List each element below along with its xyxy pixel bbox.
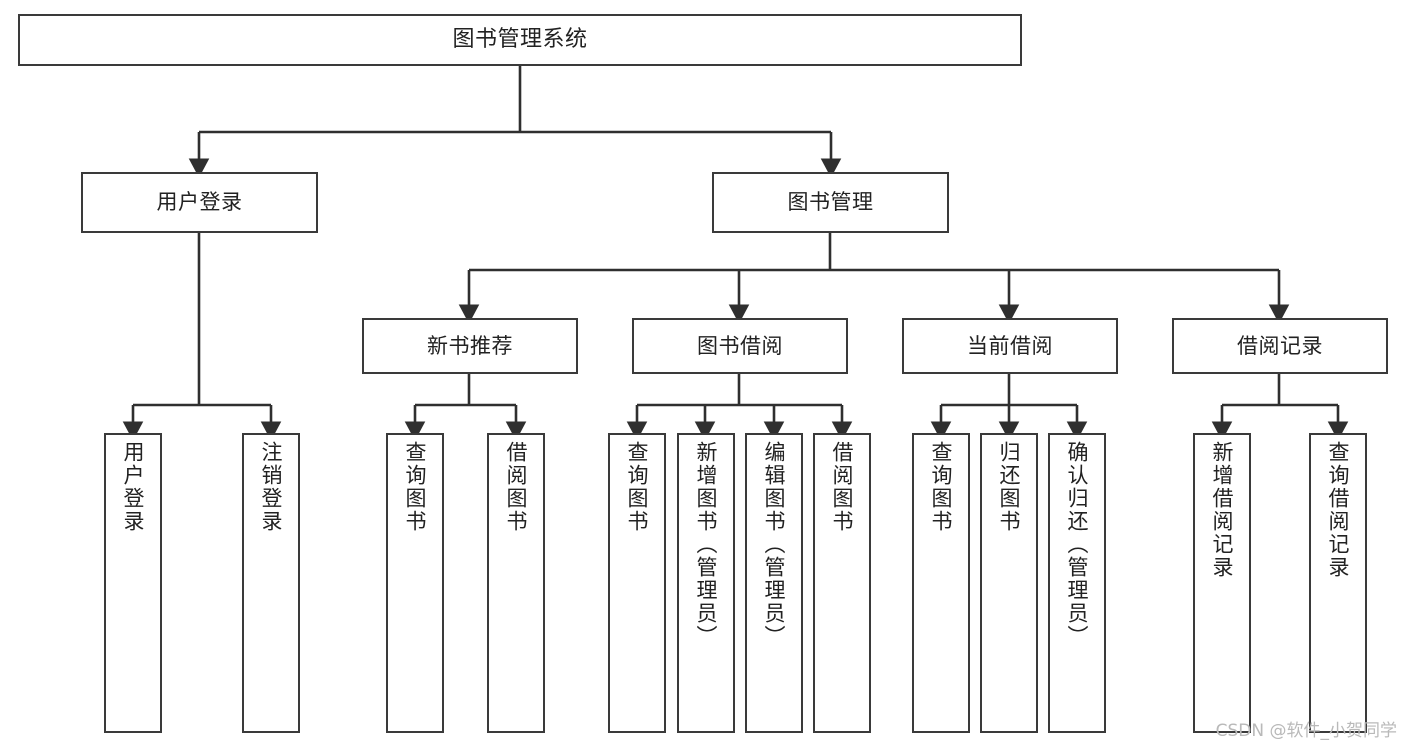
leaf-add-borrow-record-label: 新增借阅记录: [1210, 441, 1235, 579]
node-user-login[interactable]: 用户登录: [81, 172, 318, 233]
leaf-query-book-current-label: 查询图书: [929, 441, 954, 533]
leaf-edit-book-label: 编辑图书（管理员）: [762, 441, 787, 648]
leaf-query-borrow-record-label: 查询借阅记录: [1326, 441, 1351, 579]
node-user-login-label: 用户登录: [156, 190, 243, 215]
node-book-borrow[interactable]: 图书借阅: [632, 318, 848, 374]
node-root-system[interactable]: 图书管理系统: [18, 14, 1022, 66]
node-book-borrow-label: 图书借阅: [697, 333, 783, 358]
csdn-watermark: CSDN @软件_小贺同学: [1215, 721, 1397, 741]
leaf-query-borrow-record[interactable]: 查询借阅记录: [1309, 433, 1367, 733]
leaf-add-book-label: 新增图书（管理员）: [694, 441, 719, 648]
node-root-system-label: 图书管理系统: [452, 27, 588, 53]
node-borrow-record[interactable]: 借阅记录: [1172, 318, 1388, 374]
leaf-user-login[interactable]: 用户登录: [104, 433, 162, 733]
node-new-book-recommend[interactable]: 新书推荐: [362, 318, 578, 374]
node-book-manage[interactable]: 图书管理: [712, 172, 949, 233]
leaf-borrow-book[interactable]: 借阅图书: [813, 433, 871, 733]
leaf-query-book-new-label: 查询图书: [403, 441, 428, 533]
leaf-borrow-book-label: 借阅图书: [830, 441, 855, 533]
leaf-logout[interactable]: 注销登录: [242, 433, 300, 733]
leaf-confirm-return[interactable]: 确认归还（管理员）: [1048, 433, 1106, 733]
leaf-logout-label: 注销登录: [259, 441, 284, 533]
leaf-borrow-book-new[interactable]: 借阅图书: [487, 433, 545, 733]
leaf-return-book[interactable]: 归还图书: [980, 433, 1038, 733]
node-current-borrow-label: 当前借阅: [967, 333, 1053, 358]
leaf-add-book[interactable]: 新增图书（管理员）: [677, 433, 735, 733]
leaf-query-book-current[interactable]: 查询图书: [912, 433, 970, 733]
node-borrow-record-label: 借阅记录: [1237, 333, 1323, 358]
node-book-manage-label: 图书管理: [787, 190, 874, 215]
leaf-confirm-return-label: 确认归还（管理员）: [1065, 441, 1090, 648]
leaf-query-book-borrow[interactable]: 查询图书: [608, 433, 666, 733]
leaf-edit-book[interactable]: 编辑图书（管理员）: [745, 433, 803, 733]
leaf-query-book-borrow-label: 查询图书: [625, 441, 650, 533]
node-current-borrow[interactable]: 当前借阅: [902, 318, 1118, 374]
leaf-user-login-label: 用户登录: [121, 441, 146, 533]
leaf-query-book-new[interactable]: 查询图书: [386, 433, 444, 733]
leaf-return-book-label: 归还图书: [997, 441, 1022, 533]
leaf-borrow-book-new-label: 借阅图书: [504, 441, 529, 533]
node-new-book-recommend-label: 新书推荐: [427, 333, 513, 358]
leaf-add-borrow-record[interactable]: 新增借阅记录: [1193, 433, 1251, 733]
